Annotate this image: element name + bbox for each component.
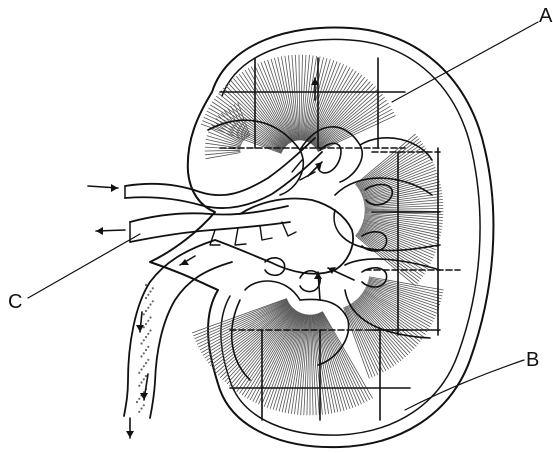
leader-line-c xyxy=(28,234,140,298)
label-c: C xyxy=(8,292,22,312)
ureter xyxy=(124,240,215,416)
leader-line-b xyxy=(405,360,524,410)
label-b: B xyxy=(526,350,539,370)
renal-artery xyxy=(125,138,315,195)
leader-line-a xyxy=(392,22,538,102)
label-a: A xyxy=(539,6,552,26)
ureter-right-wall xyxy=(150,262,232,418)
renal-artery-lower-wall xyxy=(125,152,322,208)
